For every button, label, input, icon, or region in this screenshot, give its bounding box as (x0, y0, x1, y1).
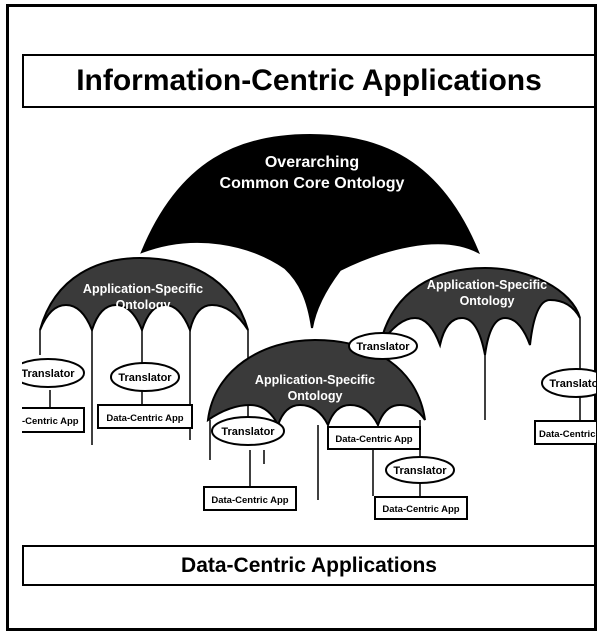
data-centric-app-box: Data-Centric App (534, 420, 605, 445)
data-centric-banner: Data-Centric Applications (22, 545, 596, 586)
translator-label: Translator (393, 465, 447, 477)
data-centric-app-label: Data-Centric App (539, 429, 605, 440)
translator-node: Translator (21, 358, 85, 388)
data-centric-app-label: Data-Centric App (335, 434, 412, 445)
translator-node: Translator (348, 332, 418, 360)
ontology-center-label-line1: Application-Specific (255, 373, 375, 387)
page-title: Information-Centric Applications (76, 64, 542, 97)
ontology-left-label-line1: Application-Specific (83, 282, 203, 296)
translator-label: Translator (221, 426, 275, 438)
translator-node: Translator (541, 368, 603, 398)
ontology-right-label-line1: Application-Specific (427, 278, 547, 292)
data-centric-app-box: Data-Centric App (97, 404, 193, 429)
information-centric-banner: Information-Centric Applications (22, 54, 596, 108)
data-centric-app-box: Data-Centric App (374, 496, 468, 520)
core-ontology-label-line2: Common Core Ontology (220, 175, 405, 192)
translator-node: Translator (385, 456, 455, 484)
data-centric-app-label: Data-Centric App (382, 504, 459, 515)
translator-node: Translator (110, 362, 180, 392)
ontology-left-label-line2: Ontology (116, 298, 171, 312)
data-centric-app-box: Data-Centric App (203, 486, 297, 511)
data-centric-app-box: Data-Centric App (327, 426, 421, 450)
data-centric-app-box: Data-Centric App (1, 407, 85, 433)
translator-label: Translator (549, 378, 603, 390)
translator-label: Translator (118, 372, 172, 384)
ontology-right-label-line2: Ontology (460, 294, 515, 308)
core-ontology-label-line1: Overarching (265, 154, 359, 171)
footer-title: Data-Centric Applications (181, 553, 437, 577)
data-centric-app-label: Data-Centric App (1, 416, 78, 427)
data-centric-app-label: Data-Centric App (106, 413, 183, 424)
translator-node: Translator (211, 416, 285, 446)
ontology-center-label-line2: Ontology (288, 389, 343, 403)
translator-label: Translator (356, 341, 410, 353)
translator-label: Translator (21, 368, 75, 380)
core-ontology-canopy (140, 133, 480, 329)
data-centric-app-label: Data-Centric App (211, 495, 288, 506)
